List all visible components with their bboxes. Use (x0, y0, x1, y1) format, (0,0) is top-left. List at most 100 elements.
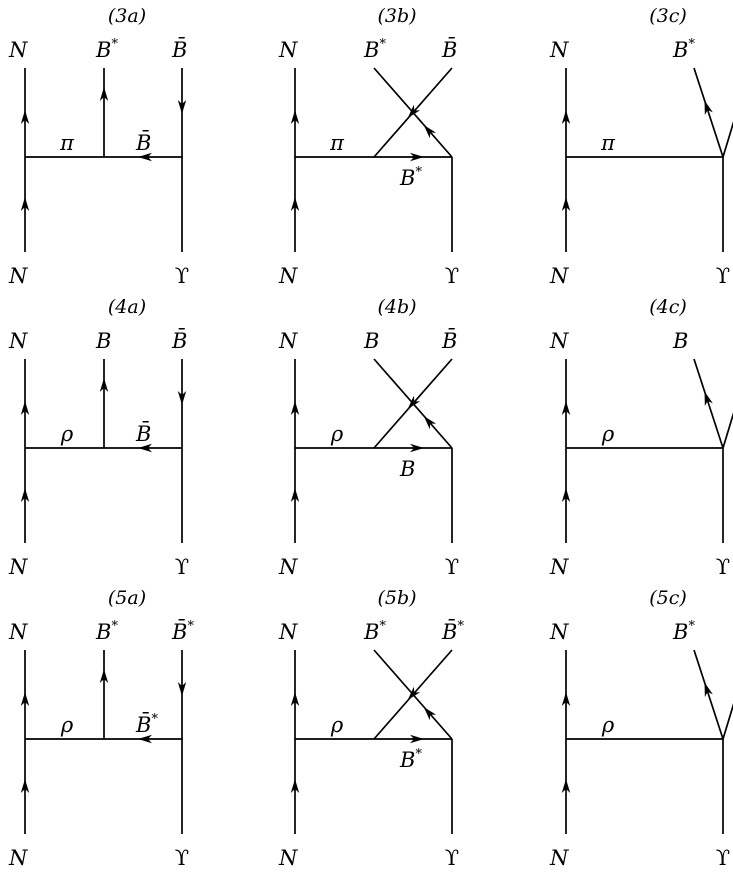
nucleon-out-arrow (290, 692, 300, 706)
nucleon-label-bottom: N (8, 264, 28, 288)
nucleon-label-top-main: N (8, 38, 28, 62)
nucleon-label-bottom-main: N (278, 555, 298, 579)
internal-label-superscript: * (415, 165, 422, 180)
b-meson-line (373, 649, 453, 740)
nucleon-label-top: N (278, 38, 298, 62)
upsilon-label: ϒ (716, 555, 730, 579)
nucleon-label-top: N (549, 38, 569, 62)
antib-out-arrow (407, 686, 421, 701)
meson-label: ρ (60, 713, 74, 737)
nucleon-label-top-main: N (278, 620, 298, 644)
b-meson-label-superscript: * (379, 619, 386, 634)
nucleon-label-top: N (549, 329, 569, 353)
b-meson-label-superscript: * (688, 619, 695, 634)
nucleon-out-arrow (561, 692, 571, 706)
nucleon-label-bottom: N (549, 264, 569, 288)
upsilon-label: ϒ (175, 264, 189, 288)
b-meson-arrow (99, 378, 109, 392)
nucleon-in-arrow (290, 779, 300, 793)
b-meson-label: B* (672, 37, 695, 62)
nucleon-label-top: N (549, 620, 569, 644)
b-meson-arrow (704, 682, 713, 698)
nucleon-in-arrow (561, 779, 571, 793)
b-meson-arrow (423, 124, 437, 139)
internal-arrow (410, 734, 424, 744)
internal-label: B̄ (135, 421, 151, 446)
nucleon-label-bottom: N (8, 555, 28, 579)
nucleon-in-arrow (20, 197, 30, 211)
internal-label-superscript: * (151, 712, 158, 727)
diagram-caption: (4a) (108, 296, 146, 318)
b-meson-label-main: B (363, 329, 379, 353)
internal-label: B* (399, 747, 422, 772)
b-meson-label-superscript: * (111, 619, 118, 634)
b-meson-label: B (95, 329, 111, 353)
upsilon-label: ϒ (175, 555, 189, 579)
nucleon-label-top-main: N (549, 620, 569, 644)
antib-out-arrow (177, 100, 187, 114)
diagram-caption: (4b) (377, 296, 416, 318)
internal-arrow (410, 152, 424, 162)
b-meson-line (373, 358, 453, 449)
nucleon-label-bottom-main: N (549, 264, 569, 288)
internal-label: B (399, 457, 415, 481)
nucleon-out-arrow (20, 692, 30, 706)
antib-meson-label: B̄ (171, 37, 187, 62)
antib-meson-label: B̄ (441, 328, 457, 353)
upsilon-label: ϒ (716, 264, 730, 288)
upsilon-label: ϒ (445, 846, 459, 870)
b-meson-line (693, 358, 724, 449)
nucleon-label-bottom-main: N (549, 555, 569, 579)
antib-meson-label: B̄ (171, 328, 187, 353)
nucleon-in-arrow (290, 197, 300, 211)
b-meson-line (373, 67, 453, 158)
nucleon-out-arrow (20, 401, 30, 415)
internal-label: B̄ (135, 130, 151, 155)
antib-meson-line (722, 703, 733, 740)
b-meson-label-main: B (672, 620, 688, 644)
nucleon-label-bottom-main: N (8, 555, 28, 579)
antib-meson-label-main: B̄ (171, 328, 187, 353)
b-meson-label: B* (95, 619, 118, 644)
antib-meson-label-main: B̄ (441, 37, 457, 62)
nucleon-label-top-main: N (549, 38, 569, 62)
internal-label: B̄* (135, 712, 158, 737)
internal-arrow (138, 443, 152, 453)
nucleon-label-bottom-main: N (8, 264, 28, 288)
nucleon-label-bottom-main: N (8, 846, 28, 870)
antib-meson-line (722, 412, 733, 449)
antib-meson-label: B̄ (441, 37, 457, 62)
antib-meson-label: B̄* (171, 619, 194, 644)
nucleon-in-arrow (561, 488, 571, 502)
upsilon-label: ϒ (175, 846, 189, 870)
nucleon-label-top-main: N (278, 38, 298, 62)
b-meson-label: B* (363, 37, 386, 62)
nucleon-out-arrow (561, 110, 571, 124)
antib-out-arrow (407, 395, 421, 410)
antib-out-arrow (177, 391, 187, 405)
meson-label: π (59, 131, 75, 155)
b-meson-label-main: B (672, 329, 688, 353)
nucleon-label-top-main: N (8, 620, 28, 644)
nucleon-label-top: N (8, 329, 28, 353)
meson-label: ρ (330, 422, 344, 446)
nucleon-in-arrow (561, 197, 571, 211)
nucleon-out-arrow (20, 110, 30, 124)
internal-label-main: B̄ (135, 130, 151, 155)
diagram-caption: (5c) (649, 587, 687, 609)
nucleon-in-arrow (290, 488, 300, 502)
meson-label: π (329, 131, 345, 155)
nucleon-label-top-main: N (8, 329, 28, 353)
internal-label-main: B̄ (135, 712, 151, 737)
internal-label-main: B (399, 166, 415, 190)
nucleon-label-bottom: N (8, 846, 28, 870)
nucleon-label-bottom: N (549, 555, 569, 579)
